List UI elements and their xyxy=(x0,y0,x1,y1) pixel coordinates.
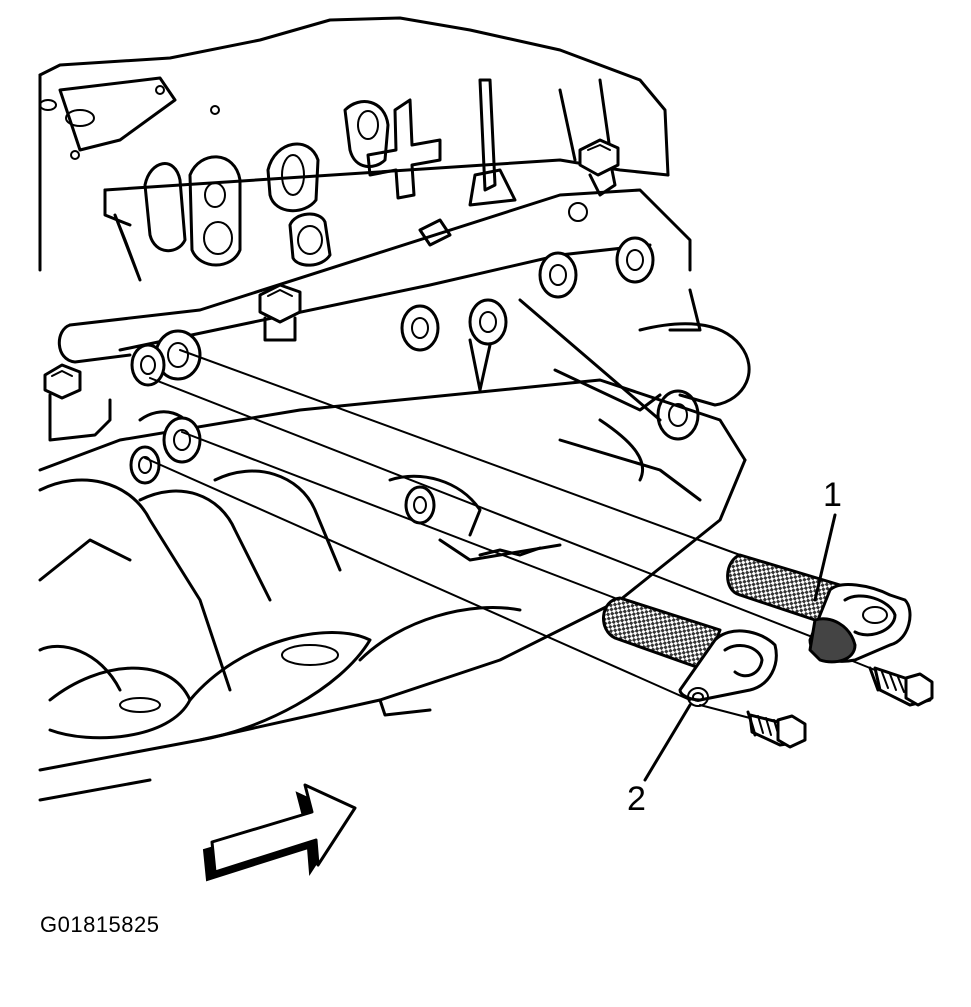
callout-label-1: 1 xyxy=(823,476,842,514)
knock-sensor-1 xyxy=(726,553,912,664)
lower-block xyxy=(38,378,747,802)
figure-id: G01815825 xyxy=(40,912,160,937)
knock-sensor-2-bolt xyxy=(746,710,807,749)
bridge-bolt-center xyxy=(258,283,302,342)
knock-sensor-1-bolt xyxy=(868,666,934,707)
knock-sensor-2 xyxy=(602,596,778,707)
engine-block xyxy=(38,16,670,282)
callout-label-2: 2 xyxy=(627,780,646,818)
installation-guide-lines xyxy=(144,349,881,719)
top-bolt xyxy=(578,138,620,177)
callout-1-leader xyxy=(813,513,837,602)
bridge-bolt-left xyxy=(43,363,112,442)
callout-2-leader xyxy=(643,703,692,782)
front-of-vehicle-arrow-icon xyxy=(202,783,357,882)
